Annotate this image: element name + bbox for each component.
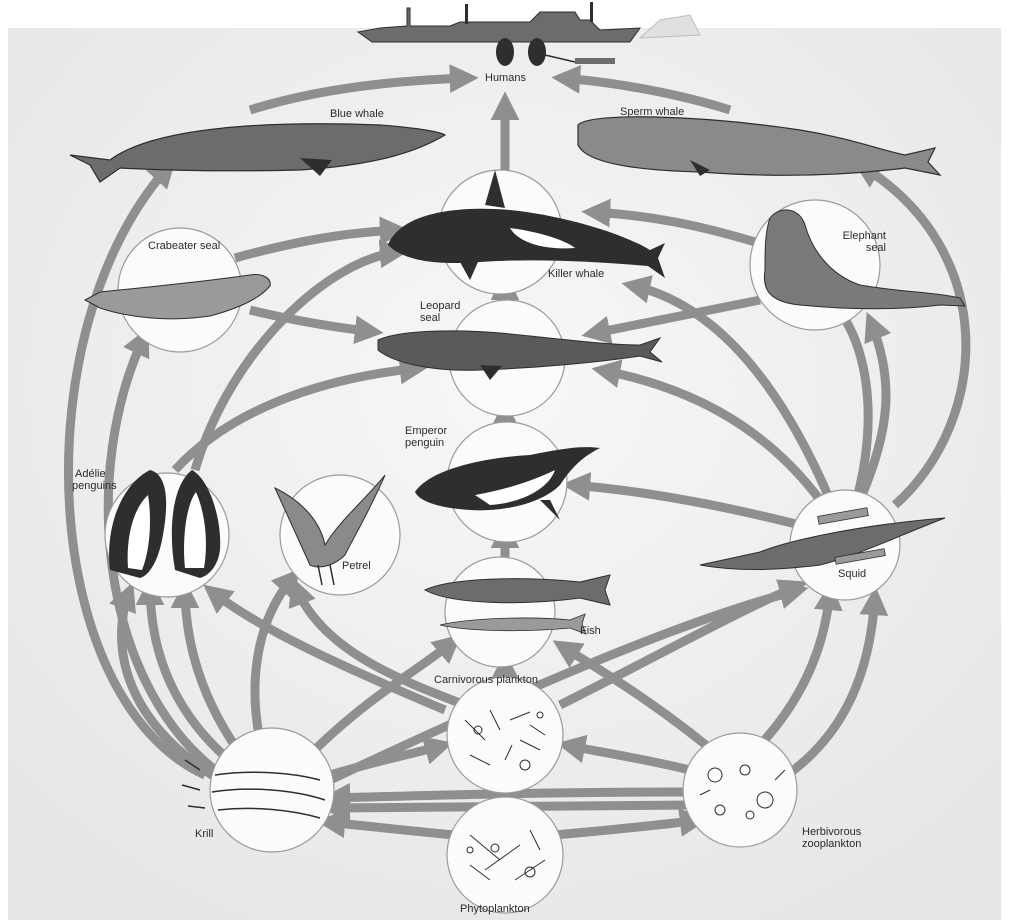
label-petrel: Petrel [342, 560, 371, 572]
label-adelie-2: penguins [72, 480, 117, 492]
label-phytoplankton: Phytoplankton [460, 903, 530, 915]
label-carnivorous-plankton: Carnivorous plankton [434, 674, 538, 686]
node-herbivorous-zooplankton [683, 733, 797, 847]
label-herbivorous-2: zooplankton [802, 838, 861, 850]
node-phytoplankton [447, 797, 563, 913]
label-killer-whale: Killer whale [548, 268, 604, 280]
label-fish: Fish [580, 625, 601, 637]
label-elephant-seal-2: seal [820, 242, 886, 254]
label-blue-whale: Blue whale [330, 108, 384, 120]
label-humans: Humans [485, 72, 526, 84]
node-carnivorous-plankton [447, 677, 563, 793]
label-emperor-penguin-1: Emperor [405, 425, 447, 437]
label-emperor-penguin-2: penguin [405, 437, 444, 449]
label-elephant-seal-1: Elephant [820, 230, 886, 242]
node-fish [445, 557, 555, 667]
label-herbivorous-1: Herbivorous [802, 826, 861, 838]
label-crabeater-seal: Crabeater seal [148, 240, 220, 252]
label-sperm-whale: Sperm whale [620, 106, 684, 118]
label-krill: Krill [195, 828, 213, 840]
label-leopard-seal-2: seal [420, 312, 440, 324]
label-squid: Squid [838, 568, 866, 580]
label-leopard-seal-1: Leopard [420, 300, 460, 312]
label-adelie-1: Adélie [75, 468, 106, 480]
